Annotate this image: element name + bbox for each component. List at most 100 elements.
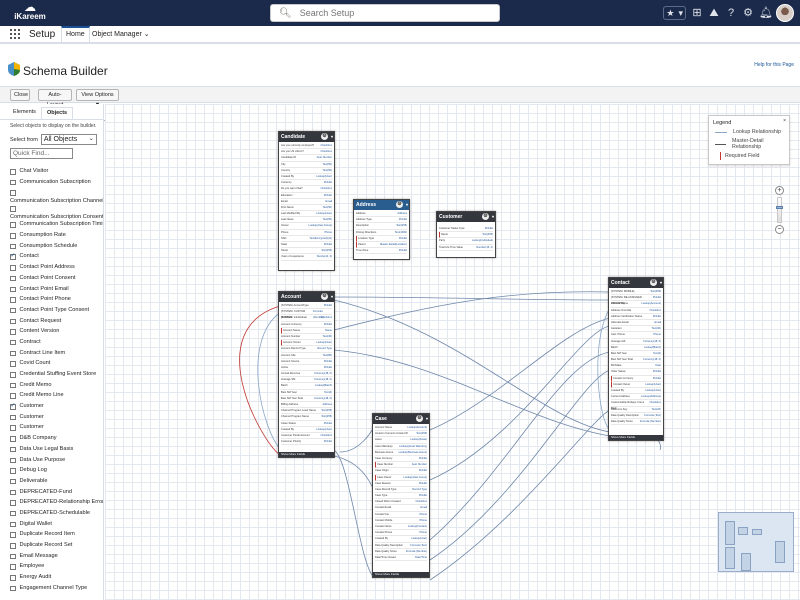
entity-candidate[interactable]: Candidate⚙▾ Are you currently employed?C… (278, 131, 335, 271)
gear-icon[interactable]: ⚙ (650, 279, 657, 286)
object-checkbox[interactable] (10, 318, 16, 325)
plus-icon[interactable]: ⊞ (692, 7, 702, 19)
object-checkbox[interactable] (10, 382, 16, 389)
list-item[interactable]: Contact Request (0, 318, 103, 329)
gear-icon[interactable]: ⚙ (482, 213, 489, 220)
close-button[interactable]: Close (10, 89, 30, 101)
list-item[interactable]: Duplicate Record Item (0, 531, 103, 542)
avatar[interactable] (776, 4, 794, 22)
select-from-dropdown[interactable]: All Objects ⌄ (40, 134, 97, 145)
list-item[interactable]: Energy Audit (0, 574, 103, 585)
help-link[interactable]: Help for this Page (754, 62, 794, 68)
entity-header[interactable]: Address⚙▾ (354, 200, 409, 210)
tab-home[interactable]: Home (61, 26, 90, 44)
object-checkbox[interactable] (10, 585, 16, 592)
list-item[interactable]: Engagement Channel Type (0, 585, 103, 596)
schema-canvas[interactable] (105, 104, 800, 600)
trailhead-icon[interactable]: ⛰ (709, 7, 719, 19)
object-checkbox[interactable] (10, 468, 16, 474)
list-item[interactable]: Chat Visitor (0, 168, 103, 179)
caret-down-icon[interactable]: ▾ (405, 202, 408, 207)
list-item[interactable]: Customer (0, 424, 103, 435)
list-item[interactable]: Contact Point Phone (0, 296, 103, 307)
list-item[interactable]: Digital Wallet (0, 521, 103, 532)
object-checkbox[interactable] (10, 243, 16, 250)
list-item[interactable]: Customer (0, 414, 103, 425)
object-checkbox[interactable] (10, 500, 16, 506)
object-checkbox[interactable] (10, 169, 16, 175)
gear-icon[interactable]: ⚙ (321, 133, 328, 140)
entity-header[interactable]: Case⚙▾ (373, 414, 429, 424)
list-item[interactable]: Covid Count (0, 360, 103, 371)
object-checkbox[interactable] (10, 275, 16, 282)
tab-objects[interactable]: Objects (40, 107, 74, 119)
zoom-in-button[interactable]: + (775, 186, 784, 195)
list-item[interactable]: Data Use Legal Basis (0, 446, 103, 457)
field-row[interactable]: Are you US citizen?Checkbox (281, 149, 332, 156)
minimap[interactable] (718, 512, 794, 572)
object-checkbox[interactable] (10, 329, 16, 335)
object-checkbox[interactable] (10, 206, 16, 212)
entity-contact[interactable]: Contact⚙▾ [SYSTEM: MOBILE]Text(255)[SYST… (608, 277, 664, 441)
list-item[interactable]: Credential Stuffing Event Store (0, 371, 103, 382)
field-row[interactable]: [SYSTEM: RE-ASSIGNED PROCESS]Picklist (611, 295, 661, 305)
help-icon[interactable]: ? (727, 7, 735, 19)
object-checkbox[interactable] (10, 265, 16, 271)
object-checkbox[interactable] (10, 510, 16, 517)
list-item[interactable]: Debug Log (0, 467, 103, 478)
entity-header[interactable]: Candidate⚙▾ (279, 132, 334, 142)
object-checkbox[interactable] (10, 350, 16, 357)
zoom-out-button[interactable]: − (775, 225, 784, 234)
list-item[interactable]: Consumption Schedule (0, 243, 103, 254)
object-checkbox[interactable] (10, 233, 16, 239)
caret-down-icon[interactable]: ▾ (659, 280, 662, 285)
object-checkbox[interactable] (10, 297, 16, 303)
object-checkbox[interactable] (10, 339, 16, 346)
org-logo[interactable]: ☁ iKareem (10, 1, 50, 24)
object-checkbox[interactable] (10, 489, 16, 496)
list-item[interactable]: Contact Point Consent (0, 275, 103, 286)
show-more-fields[interactable]: Show More Fields (609, 435, 663, 440)
object-checkbox[interactable] (10, 436, 16, 442)
